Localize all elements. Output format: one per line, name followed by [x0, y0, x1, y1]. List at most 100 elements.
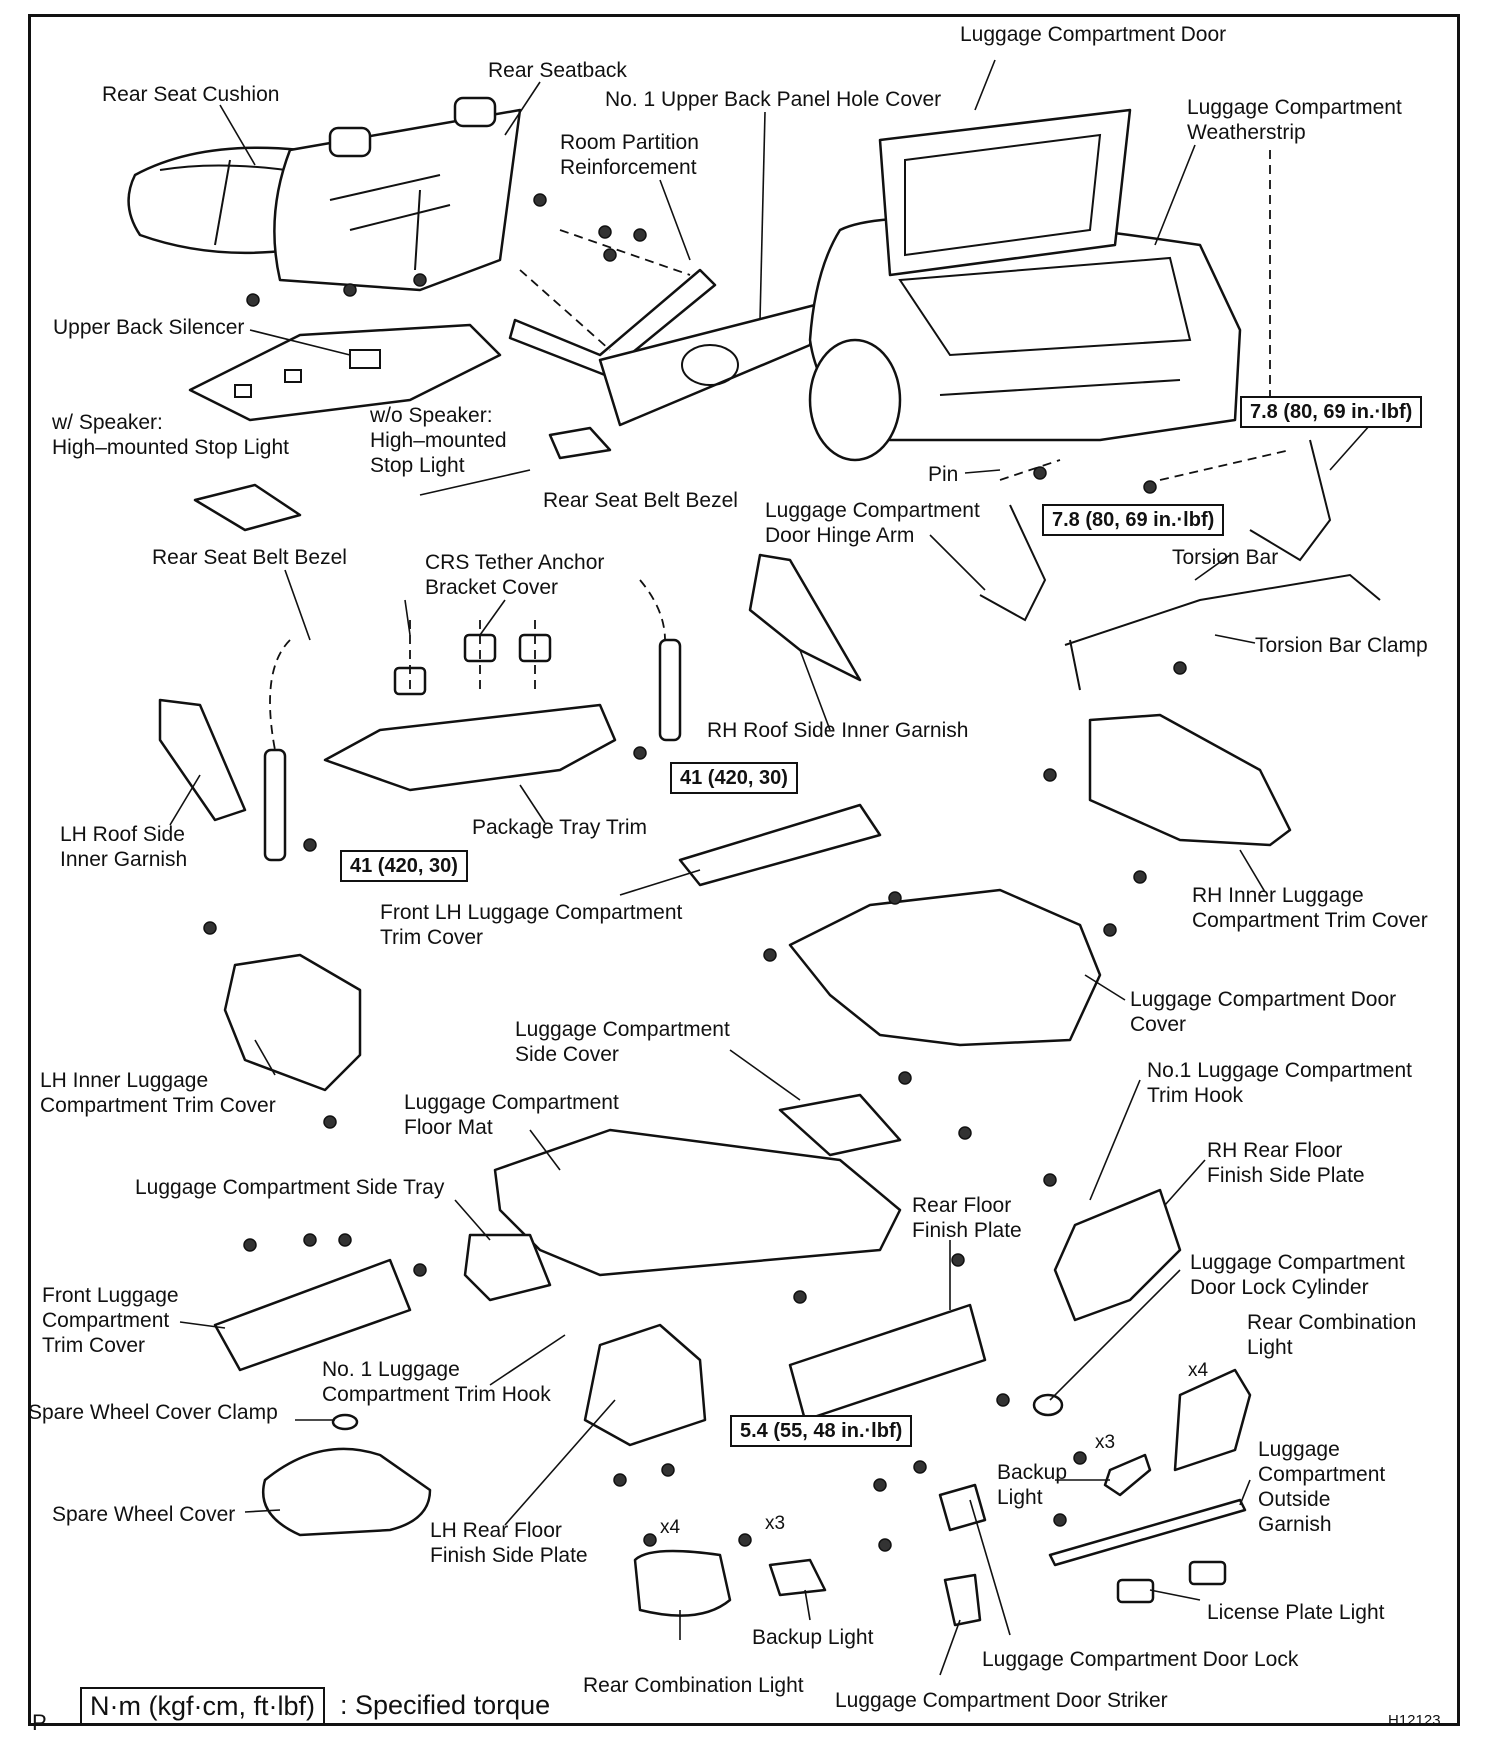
label-crs-line1: CRS Tether Anchor: [425, 551, 605, 574]
label-rear-seat-belt-bezel-right: Rear Seat Belt Bezel: [543, 489, 738, 512]
label-door-striker: Luggage Compartment Door Striker: [835, 1689, 1168, 1712]
license-plate-light-shape-1: [1116, 1578, 1155, 1604]
label-upper-back-silencer: Upper Back Silencer: [53, 316, 245, 339]
label-weatherstrip-line2: Weatherstrip: [1187, 121, 1306, 144]
upper-back-panel-hole-cover-shape: [598, 303, 817, 427]
label-trim-hook-left-line1: No. 1 Luggage: [322, 1358, 460, 1381]
outside-garnish-shape: [1048, 1498, 1247, 1567]
label-rh-inner-trim-line1: RH Inner Luggage: [1192, 884, 1364, 907]
label-room-partition-line2: Reinforcement: [560, 156, 697, 179]
label-front-lh-trim-line1: Front LH Luggage Compartment: [380, 901, 683, 924]
label-without-speaker-line1: w/o Speaker:: [370, 404, 493, 427]
floor-mat-shape: [493, 1128, 902, 1277]
seat-belt-shapes: [263, 579, 682, 862]
label-crs-line2: Bracket Cover: [425, 576, 559, 599]
label-floor-mat-line1: Luggage Compartment: [404, 1091, 619, 1114]
label-lh-roof-garnish-line2: Inner Garnish: [60, 848, 188, 871]
quantity-x3-left: x3: [765, 1513, 786, 1534]
label-front-trim-line3: Trim Cover: [42, 1334, 146, 1357]
label-lh-inner-trim-line1: LH Inner Luggage: [40, 1069, 209, 1092]
label-lh-finish-side-plate-line1: LH Rear Floor: [430, 1519, 562, 1542]
label-torsion-bar-clamp: Torsion Bar Clamp: [1255, 634, 1428, 657]
room-partition-reinforcement-shape: [508, 229, 717, 377]
front-lh-trim-cover-shape: [678, 803, 882, 887]
label-side-tray: Luggage Compartment Side Tray: [135, 1176, 445, 1199]
car-body-shape: [808, 108, 1242, 462]
label-side-cover-line2: Side Cover: [515, 1043, 619, 1066]
label-lock-cylinder-line2: Door Lock Cylinder: [1190, 1276, 1369, 1299]
label-rh-roof-side-inner-garnish: RH Roof Side Inner Garnish: [707, 719, 969, 742]
quantity-x4-right: x4: [1188, 1360, 1209, 1381]
label-with-speaker-line1: w/ Speaker:: [52, 411, 163, 434]
spare-wheel-cover-clamp-shape: [331, 1413, 359, 1431]
label-trim-hook-right-line1: No.1 Luggage Compartment: [1147, 1059, 1412, 1082]
rh-roof-side-inner-garnish-shape: [748, 553, 862, 682]
label-rear-combo-right-line1: Rear Combination: [1247, 1311, 1417, 1334]
label-lh-roof-garnish-line1: LH Roof Side: [60, 823, 185, 846]
label-rh-inner-trim-line2: Compartment Trim Cover: [1192, 909, 1428, 932]
label-rh-finish-side-plate-line2: Finish Side Plate: [1207, 1164, 1365, 1187]
leader-lines: [169, 59, 1371, 1676]
label-room-partition-line1: Room Partition: [560, 131, 699, 154]
label-rear-combo-right-line2: Light: [1247, 1336, 1293, 1359]
label-door-cover-line1: Luggage Compartment Door: [1130, 988, 1397, 1011]
door-lock-shape: [938, 1483, 987, 1532]
label-outside-garnish-line3: Outside: [1258, 1488, 1331, 1511]
lh-finish-side-plate-shape: [583, 1323, 707, 1447]
torque-box-hinge: 7.8 (80, 69 in.·lbf): [1042, 504, 1225, 536]
torque-legend-text: : Specified torque: [340, 1690, 551, 1720]
torque-box-rh-belt: 41 (420, 30): [670, 762, 798, 794]
label-rh-finish-side-plate-line1: RH Rear Floor: [1207, 1139, 1343, 1162]
hinge-torsion-shapes: [979, 150, 1381, 691]
label-floor-mat-line2: Floor Mat: [404, 1116, 493, 1139]
backup-light-right-shape: [1103, 1453, 1152, 1497]
label-backup-light-right-line2: Light: [997, 1486, 1043, 1509]
label-spare-wheel-cover: Spare Wheel Cover: [52, 1503, 236, 1526]
lh-roof-side-inner-garnish-shape: [158, 698, 247, 822]
label-lh-finish-side-plate-line2: Finish Side Plate: [430, 1544, 588, 1567]
front-trim-cover-shape: [213, 1258, 412, 1372]
label-hinge-arm-line1: Luggage Compartment: [765, 499, 980, 522]
corner-mark: P: [32, 1710, 47, 1735]
label-backup-light-left: Backup Light: [752, 1626, 874, 1649]
package-tray-trim-shape: [323, 620, 617, 792]
side-cover-shape: [778, 1093, 902, 1157]
label-upper-back-panel-hole-cover: No. 1 Upper Back Panel Hole Cover: [605, 88, 942, 111]
torque-unit-legend-box: N·m (kgf·cm, ft·lbf): [80, 1687, 325, 1725]
label-luggage-compartment-door: Luggage Compartment Door: [960, 23, 1227, 46]
label-side-cover-line1: Luggage Compartment: [515, 1018, 730, 1041]
quantity-x4-left: x4: [660, 1517, 681, 1538]
label-package-tray-trim: Package Tray Trim: [472, 816, 648, 839]
label-backup-light-right-line1: Backup: [997, 1461, 1068, 1484]
label-with-speaker-line2: High–mounted Stop Light: [52, 436, 289, 459]
label-without-speaker-line3: Stop Light: [370, 454, 465, 477]
label-hinge-arm-line2: Door Hinge Arm: [765, 524, 915, 547]
label-door-cover-line2: Cover: [1130, 1013, 1187, 1036]
label-rear-combo-left: Rear Combination Light: [583, 1674, 804, 1697]
label-front-trim-line1: Front Luggage: [42, 1284, 179, 1307]
rear-combination-light-left-shape: [633, 1549, 732, 1617]
label-rear-seat-belt-bezel-left: Rear Seat Belt Bezel: [152, 546, 347, 569]
label-torsion-bar: Torsion Bar: [1172, 546, 1279, 569]
rear-floor-finish-plate-shape: [788, 1303, 987, 1422]
rear-combination-light-right-shape: [1173, 1368, 1252, 1472]
spare-wheel-cover-shape: [262, 1447, 432, 1537]
label-outside-garnish-line2: Compartment: [1258, 1463, 1386, 1486]
stop-light-with-speaker-shape: [193, 483, 302, 532]
label-license-plate-light: License Plate Light: [1207, 1601, 1385, 1624]
label-trim-hook-right-line2: Trim Hook: [1147, 1084, 1244, 1107]
fastener-set: [203, 193, 1187, 1552]
torque-box-lock: 5.4 (55, 48 in.·lbf): [730, 1415, 913, 1447]
label-weatherstrip-line1: Luggage Compartment: [1187, 96, 1402, 119]
side-tray-shape: [463, 1233, 552, 1302]
figure-id: H12123: [1388, 1712, 1441, 1729]
label-outside-garnish-line4: Garnish: [1258, 1513, 1332, 1536]
rh-finish-side-plate-shape: [1053, 1188, 1182, 1322]
diagram-frame: [28, 14, 1460, 1726]
stop-light-without-speaker-shape: [548, 426, 612, 460]
label-front-trim-line2: Compartment: [42, 1309, 170, 1332]
rh-inner-trim-cover-shape: [1088, 713, 1292, 847]
label-spare-wheel-cover-clamp: Spare Wheel Cover Clamp: [28, 1401, 278, 1424]
lh-inner-trim-cover-shape: [223, 953, 362, 1092]
